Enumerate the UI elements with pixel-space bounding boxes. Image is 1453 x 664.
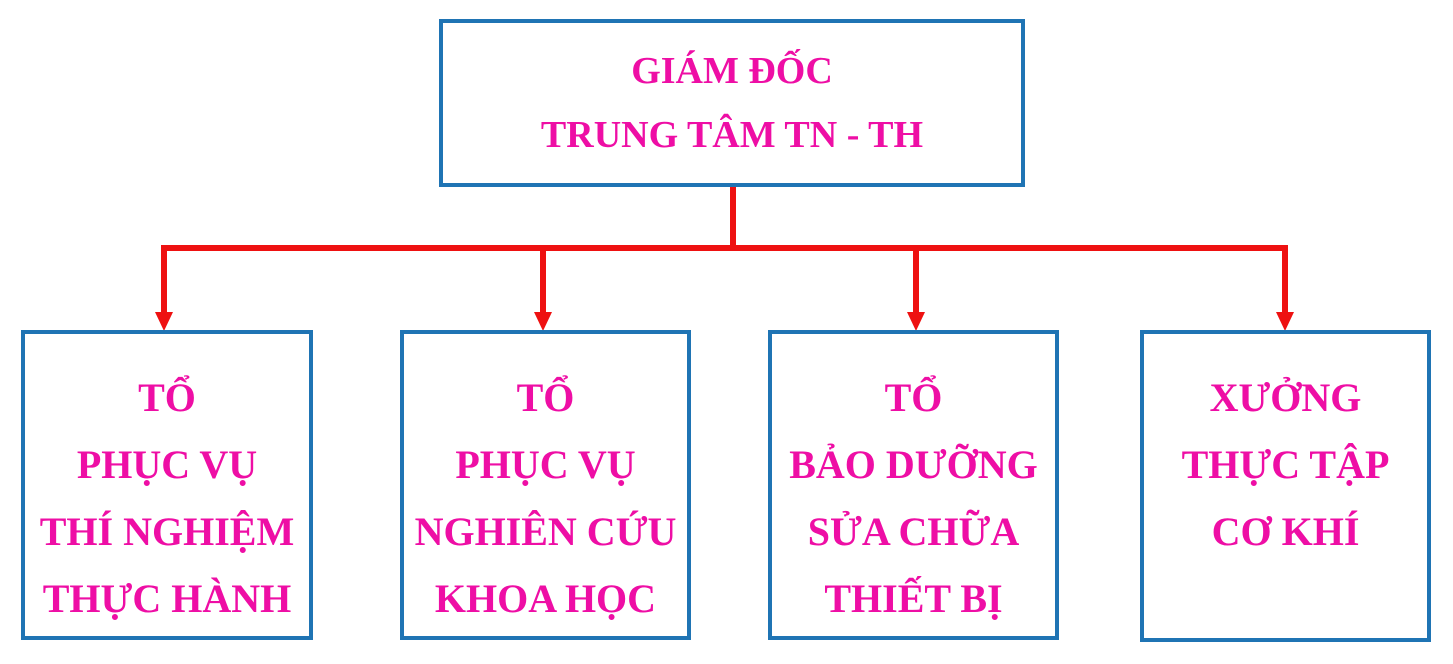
- unit-label-line: SỬA CHỮA: [807, 509, 1020, 554]
- unit-label-line: BẢO DƯỠNG: [789, 442, 1038, 487]
- director-title: GIÁM ĐỐC: [631, 50, 833, 92]
- arrowhead-0: [155, 312, 173, 331]
- unit-label-line: NGHIÊN CỨU: [414, 509, 677, 554]
- unit-label-line: TỔ: [516, 375, 575, 420]
- unit-label-line: CƠ KHÍ: [1211, 509, 1360, 554]
- unit-label-line: PHỤC VỤ: [76, 442, 258, 487]
- unit-label-line: THỰC TẬP: [1181, 442, 1390, 487]
- unit-box-maintenance: TỔ BẢO DƯỠNG SỬA CHỮA THIẾT BỊ: [768, 330, 1059, 640]
- unit-label-line: KHOA HỌC: [434, 576, 657, 621]
- unit-label-line: PHỤC VỤ: [455, 442, 636, 487]
- unit-box-research-service: TỔ PHỤC VỤ NGHIÊN CỨU KHOA HỌC: [400, 330, 691, 640]
- unit-box-mechanical-workshop: XƯỞNG THỰC TẬP CƠ KHÍ: [1140, 330, 1431, 642]
- unit-label-line: TỔ: [884, 375, 943, 420]
- unit-label-line: TỔ: [138, 375, 196, 420]
- unit-box-lab-service: TỔ PHỤC VỤ THÍ NGHIỆM THỰC HÀNH: [21, 330, 313, 640]
- arrowhead-2: [907, 312, 925, 331]
- unit-label-line: THIẾT BỊ: [824, 576, 1003, 621]
- director-subtitle: TRUNG TÂM TN - TH: [540, 114, 924, 156]
- arrowhead-3: [1276, 312, 1294, 331]
- unit-label-line: XƯỞNG: [1209, 375, 1362, 420]
- arrowhead-1: [534, 312, 552, 331]
- unit-label-line: THÍ NGHIỆM: [39, 509, 295, 554]
- unit-label-line: THỰC HÀNH: [42, 576, 292, 621]
- director-box: GIÁM ĐỐC TRUNG TÂM TN - TH: [439, 19, 1025, 187]
